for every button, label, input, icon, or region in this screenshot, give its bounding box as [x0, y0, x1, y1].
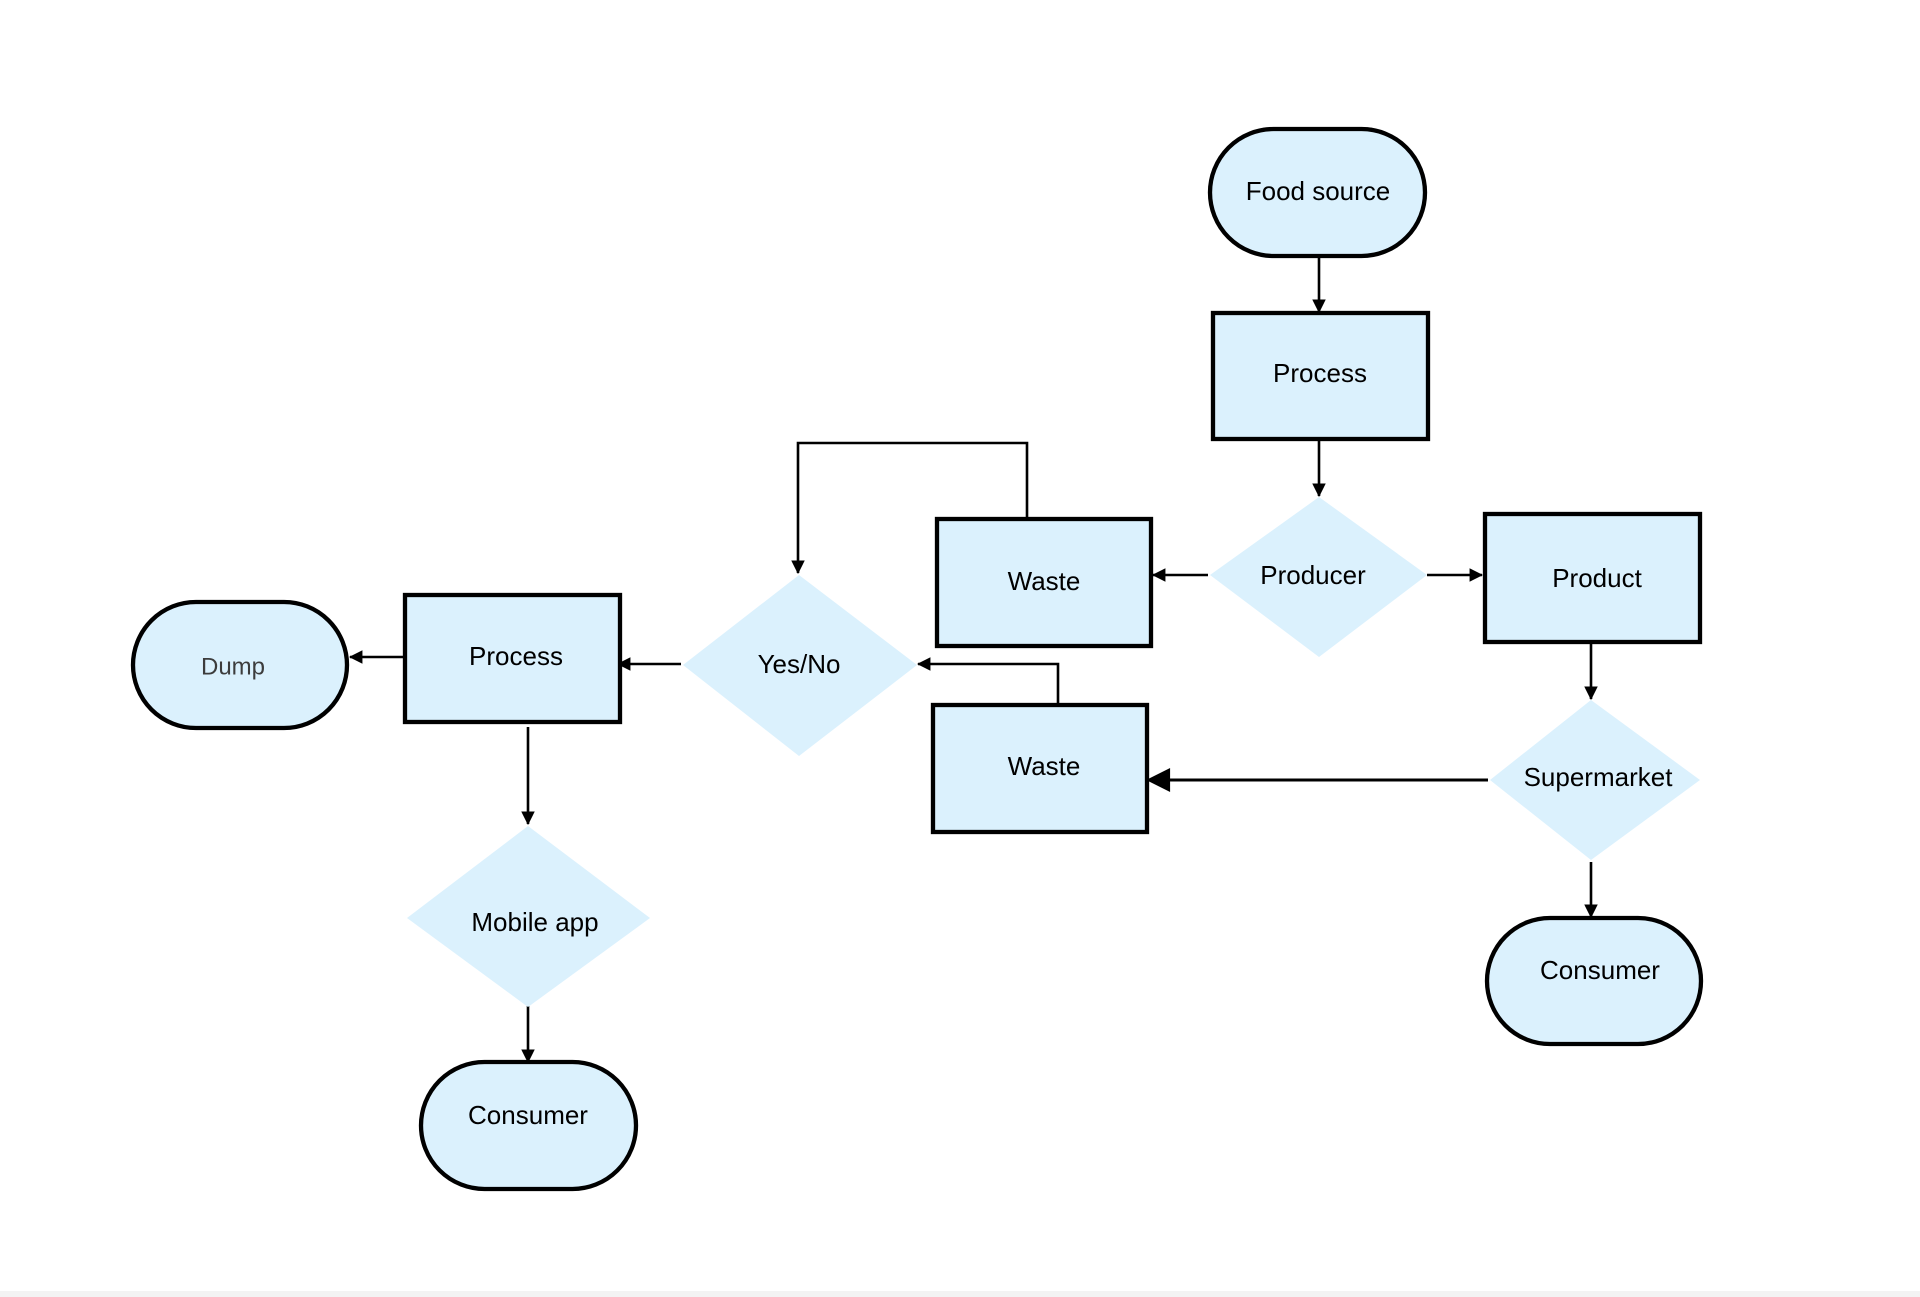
node-producer: Producer	[1210, 497, 1427, 657]
node-consumer-right: Consumer	[1484, 915, 1704, 1047]
decision-diamond	[1490, 700, 1700, 860]
node-dump: Dump	[130, 599, 350, 731]
node-mobile-app: Mobile app	[407, 826, 650, 1007]
node-waste-bottom: Waste	[930, 702, 1150, 835]
decision-diamond	[407, 826, 650, 1007]
node-process-top: Process	[1210, 310, 1431, 442]
process-box	[930, 702, 1150, 835]
connector-waste-bottom-to-yes-no	[916, 657, 1060, 703]
terminator-shape	[1207, 126, 1428, 259]
product-label: Product	[1552, 563, 1642, 593]
node-yes-no: Yes/No	[683, 575, 917, 756]
terminator-shape	[418, 1059, 639, 1192]
process-left-label: Process	[469, 641, 563, 671]
node-process-left: Process	[402, 592, 623, 725]
node-food-source: Food source	[1207, 126, 1428, 259]
decision-diamond	[1210, 497, 1427, 657]
supermarket-label: Supermarket	[1524, 762, 1674, 792]
process-top-label: Process	[1273, 358, 1367, 388]
node-supermarket: Supermarket	[1490, 700, 1700, 860]
process-box	[934, 516, 1154, 649]
connector-waste-top-to-yes-no	[791, 441, 1029, 575]
waste-top-label: Waste	[1008, 566, 1081, 596]
process-box	[1482, 511, 1703, 645]
process-box	[1210, 310, 1431, 442]
terminator-shape	[1484, 915, 1704, 1047]
node-product: Product	[1482, 511, 1703, 645]
food-source-label: Food source	[1246, 176, 1391, 206]
dump-label: Dump	[201, 653, 265, 680]
consumer-left-label: Consumer	[468, 1100, 588, 1130]
producer-label: Producer	[1260, 560, 1366, 590]
consumer-right-label: Consumer	[1540, 955, 1660, 985]
mobile-app-label: Mobile app	[471, 907, 598, 937]
node-consumer-left: Consumer	[418, 1059, 639, 1192]
waste-bottom-label: Waste	[1008, 751, 1081, 781]
yes-no-label: Yes/No	[758, 649, 841, 679]
node-waste-top: Waste	[934, 516, 1154, 649]
bottom-strip	[0, 1291, 1920, 1297]
process-box	[402, 592, 623, 725]
decision-diamond	[683, 575, 917, 756]
terminator-shape	[130, 599, 350, 731]
connectors	[348, 257, 1598, 1064]
